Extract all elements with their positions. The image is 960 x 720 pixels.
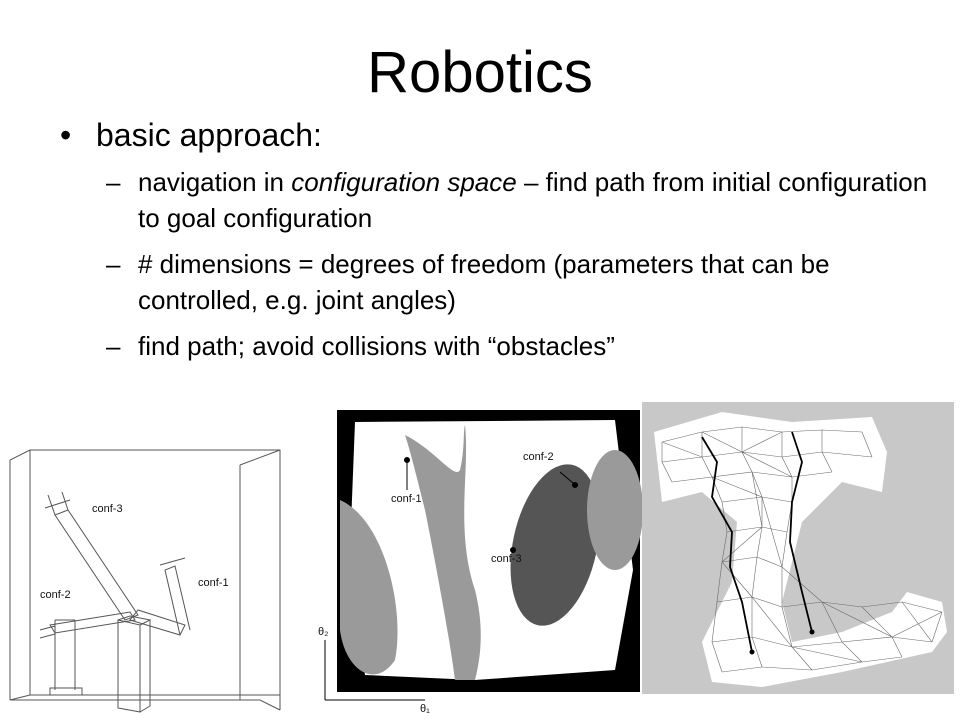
sub-bullet-1-text-b: – find path from initial configuration t… [138,167,928,233]
sub-bullet-3: – find path; avoid collisions with “obst… [60,328,940,364]
roadmap-mesh [661,426,943,673]
roadmap-free-space [654,412,947,687]
sub-bullet-1-italic: configuration space [291,167,517,197]
pedestal [117,615,152,713]
roadmap-figure [642,402,954,694]
sub-bullet-2: – # dimensions = degrees of freedom (par… [60,246,940,318]
bullet-marker: • [60,117,72,153]
arm-conf-2 [39,611,136,639]
cspace-label-conf-3: conf-3 [491,553,522,565]
slide-title: Robotics [367,40,593,105]
cspace-label-conf-1: conf-1 [391,493,422,505]
arm-conf-3 [44,491,139,621]
bullet-list: • basic approach: – navigation in config… [60,112,940,364]
conf-3-point [510,547,516,553]
obstacle-right [587,450,643,570]
conf-2-point [572,482,578,488]
main-bullet-text: basic approach: [96,117,322,153]
dash-marker: – [106,167,121,197]
dash-marker: – [106,331,121,361]
sub-bullet-3-text: find path; avoid collisions with “obstac… [138,331,615,361]
conf-2-pointer [559,471,574,484]
roadmap-start-point [749,649,755,655]
main-bullet: • basic approach: [60,112,940,158]
cspace-axes [324,640,425,701]
wall [239,449,281,700]
arm-label-conf-3: conf-3 [92,503,123,515]
sub-bullet-1: – navigation in configuration space – fi… [60,164,940,236]
roadmap-path [701,431,813,653]
obstacle-center [405,425,481,680]
arm-label-conf-1: conf-1 [198,577,229,589]
arm-conf-1 [129,557,191,636]
dash-marker: – [106,249,121,279]
arm-label-conf-2: conf-2 [40,589,71,601]
cspace-label-conf-2: conf-2 [523,451,554,463]
obstacle-dark [510,464,600,626]
cspace-axis-label-horizontal: θ₁ [420,703,430,715]
robot-arm-figure: conf-3 conf-2 conf-1 [9,449,281,713]
obstacle-left [340,500,398,675]
cspace-axis-label-vertical: θ₂ [318,626,328,638]
sub-bullet-1-text-a: navigation in [138,167,292,197]
sub-bullet-2-text: # dimensions = degrees of freedom (param… [138,249,830,315]
config-space-figure: conf-1 conf-2 conf-3 θ₂ θ₁ [318,410,643,715]
roadmap-goal-point [809,629,815,635]
table [49,619,83,696]
workcell-frame [9,449,281,711]
